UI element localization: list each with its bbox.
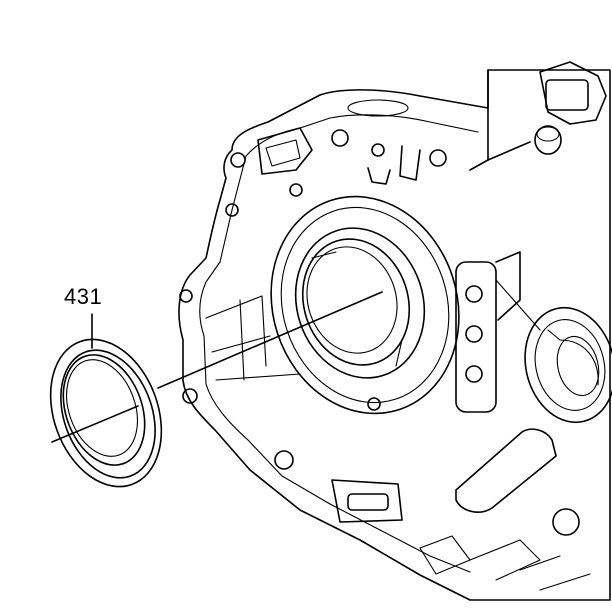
lower-bracket <box>331 428 591 591</box>
callout-label-431: 431 <box>64 284 103 309</box>
top-right-boss <box>487 61 607 161</box>
oil-seal-431 <box>49 338 163 488</box>
housing-casting <box>178 69 611 601</box>
center-bore <box>270 195 460 415</box>
side-port <box>524 306 612 424</box>
bolt-boss-column <box>455 251 541 413</box>
assembly-axis-line <box>157 291 383 389</box>
